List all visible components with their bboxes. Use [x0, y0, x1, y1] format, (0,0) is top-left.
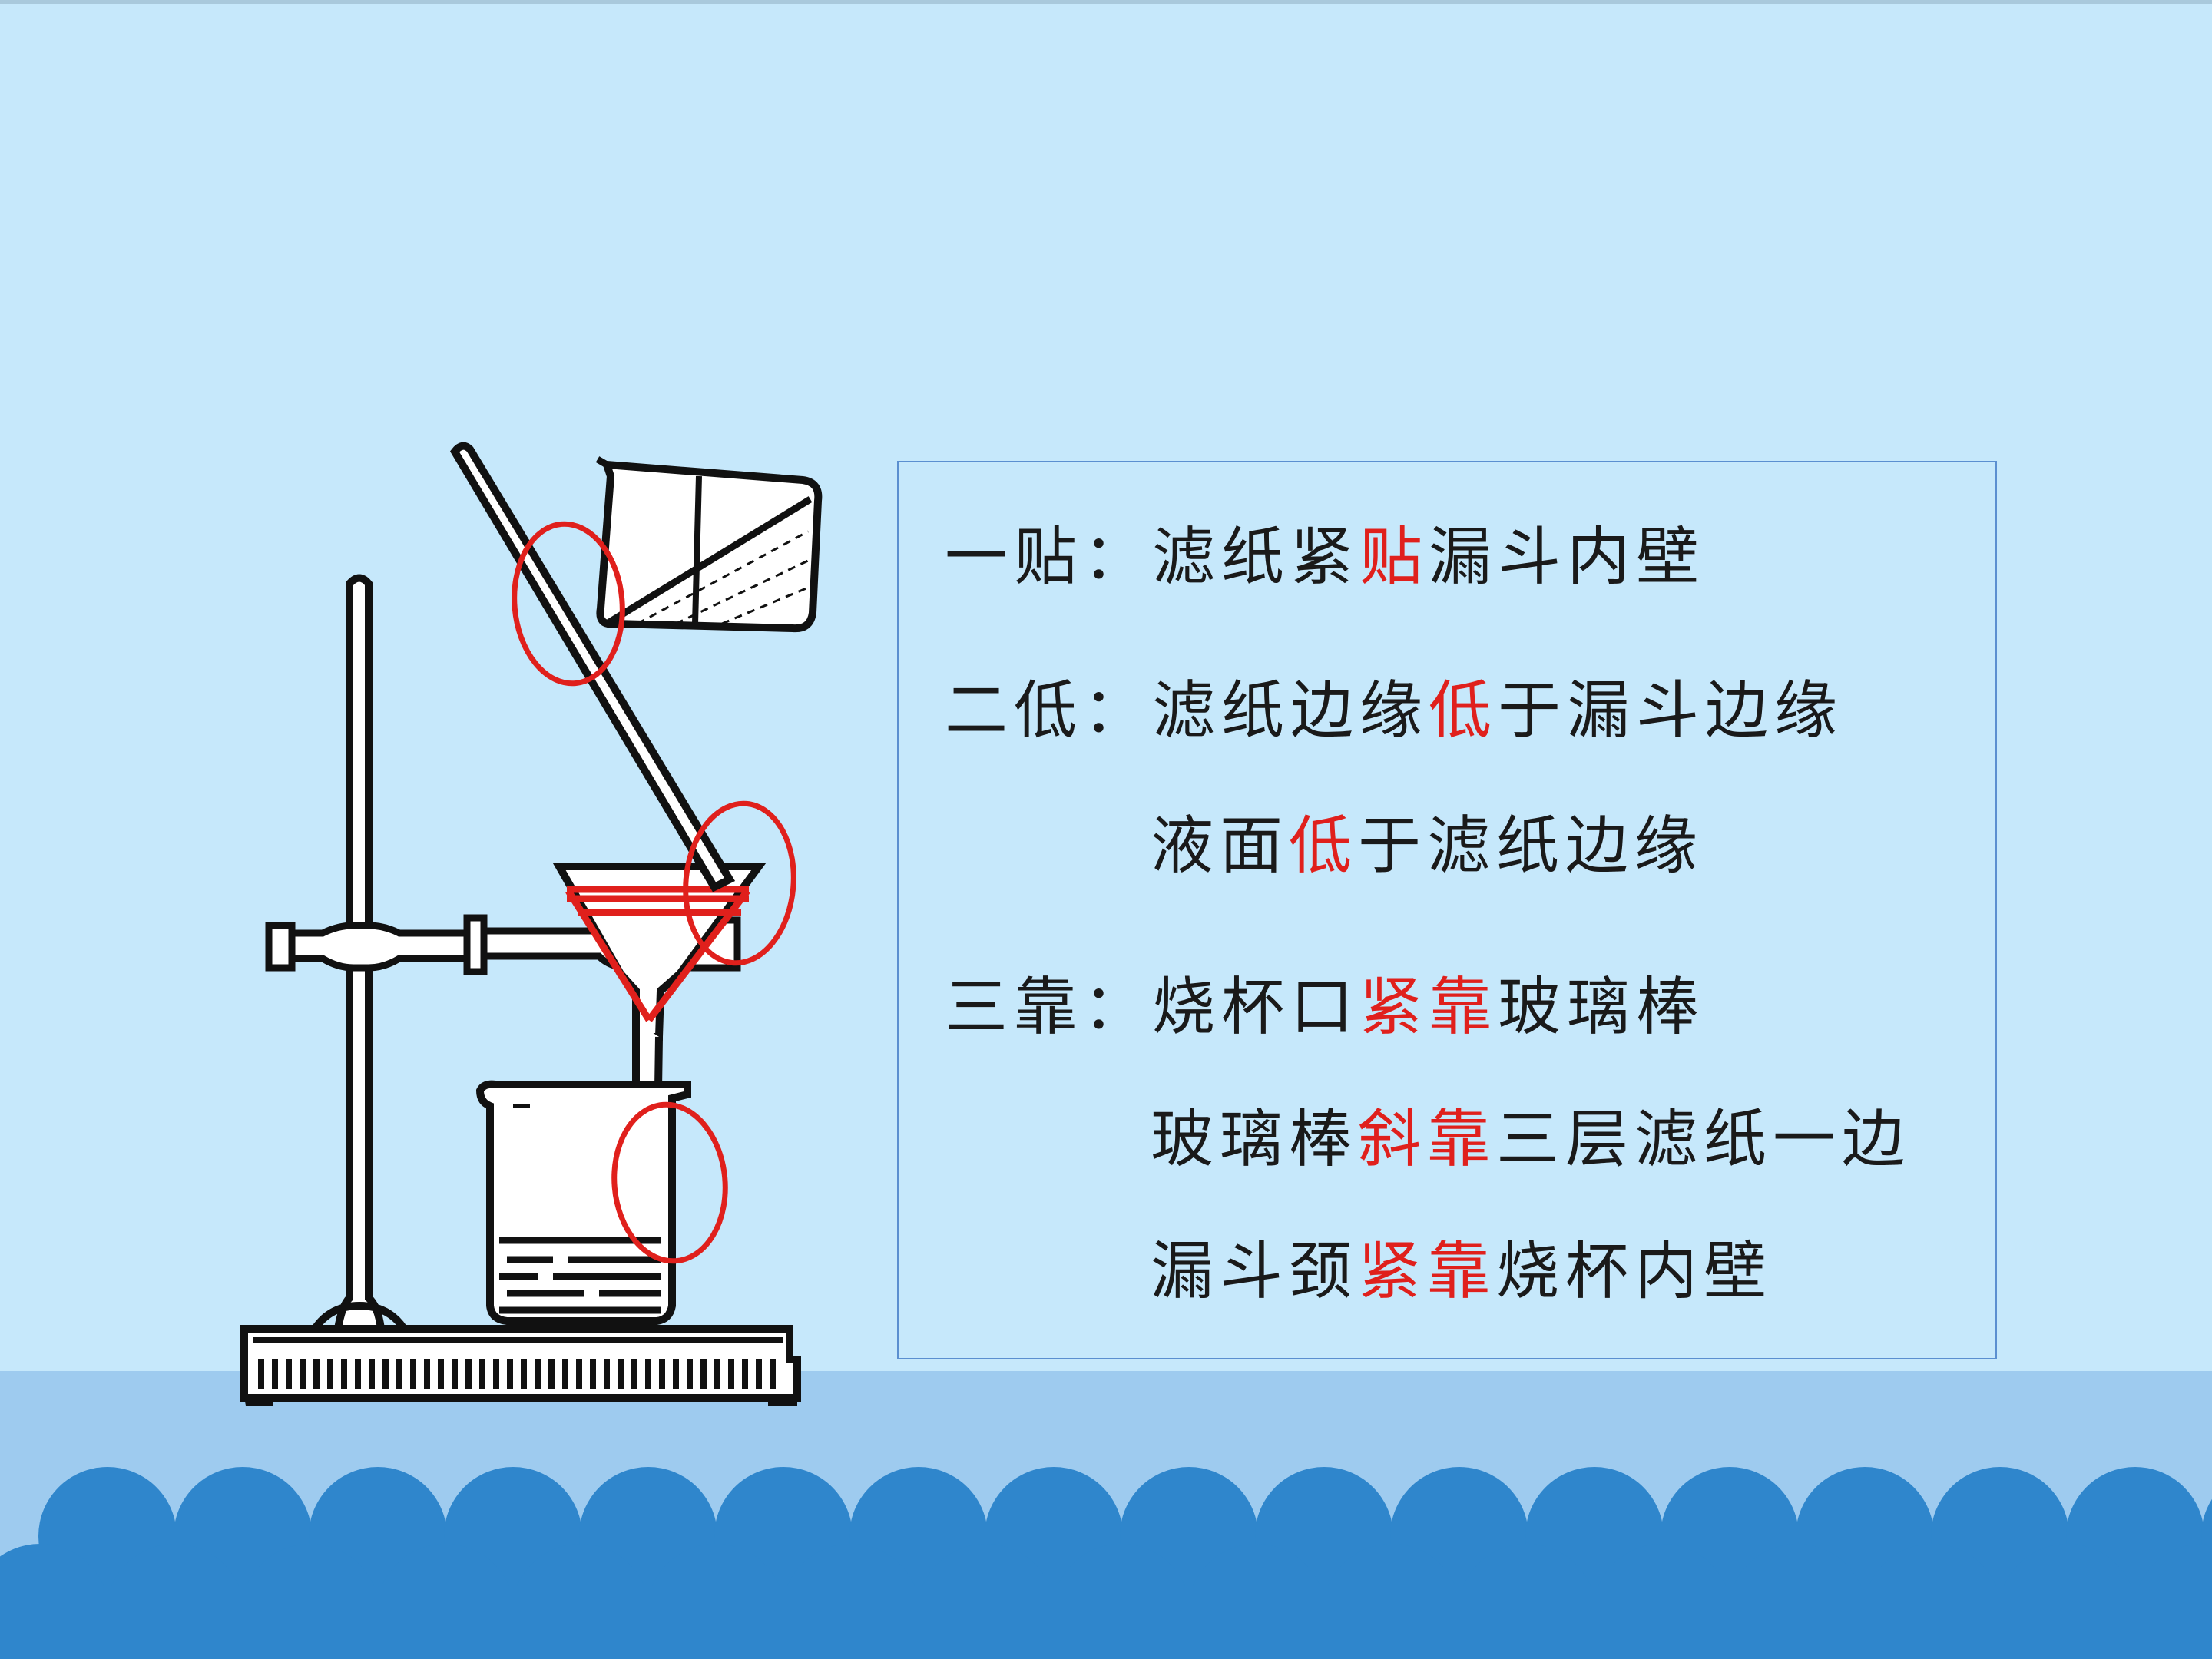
annotation-circles	[512, 521, 796, 1264]
rule-line-3: 液面低于滤纸边缘	[1151, 808, 1704, 885]
rule-1-post: 漏斗内壁	[1429, 521, 1706, 594]
stand-base	[240, 1325, 801, 1406]
rule-6-post: 烧杯内壁	[1496, 1235, 1773, 1308]
rule-1-pre: 滤纸紧	[1152, 521, 1360, 594]
rule-2-pre: 滤纸边缘	[1152, 674, 1429, 747]
rule-1-key: 贴	[1359, 521, 1429, 594]
rule-5-key: 斜靠	[1358, 1103, 1497, 1176]
filtration-apparatus-illustration	[240, 442, 823, 1406]
rule-5-pre: 玻璃棒	[1151, 1103, 1359, 1176]
rule-2-label: 二低：	[945, 674, 1153, 747]
rule-line-2: 二低：滤纸边缘低于漏斗边缘	[945, 673, 1843, 750]
rule-2-post: 于漏斗边缘	[1498, 674, 1844, 747]
rule-1-label: 一贴：	[945, 521, 1153, 594]
rule-3-post: 于滤纸边缘	[1358, 810, 1704, 882]
wave-fill	[0, 1586, 2212, 1659]
rule-4-post: 玻璃棒	[1498, 971, 1706, 1044]
rule-3-pre: 液面	[1151, 810, 1290, 882]
rule-5-post: 三层滤纸一边	[1496, 1103, 1912, 1176]
top-border	[0, 0, 2212, 4]
rule-4-pre: 烧杯口	[1152, 971, 1360, 1044]
rule-line-5: 玻璃棒斜靠三层滤纸一边	[1151, 1101, 1911, 1178]
wave-decoration	[0, 1467, 2212, 1659]
annotation-circle-rod-filter	[683, 800, 796, 966]
annotation-circle-funnel-beaker	[611, 1101, 728, 1264]
pouring-beaker	[595, 456, 823, 633]
annotation-circle-beaker-rod	[512, 521, 625, 687]
rule-4-label: 三靠：	[945, 971, 1153, 1044]
rule-6-pre: 漏斗颈	[1151, 1235, 1359, 1308]
rule-line-4: 三靠：烧杯口紧靠玻璃棒	[945, 969, 1705, 1046]
rule-line-1: 一贴：滤纸紧贴漏斗内壁	[945, 519, 1705, 596]
rule-3-key: 低	[1289, 810, 1359, 882]
receiving-beaker	[475, 1080, 691, 1325]
rule-4-key: 紧靠	[1359, 971, 1498, 1044]
rule-2-key: 低	[1429, 674, 1498, 747]
rules-box: 一贴：滤纸紧贴漏斗内壁 二低：滤纸边缘低于漏斗边缘 液面低于滤纸边缘 三靠：烧杯…	[897, 461, 1997, 1359]
rule-line-6: 漏斗颈紧靠烧杯内壁	[1151, 1233, 1773, 1310]
rule-6-key: 紧靠	[1358, 1235, 1497, 1308]
